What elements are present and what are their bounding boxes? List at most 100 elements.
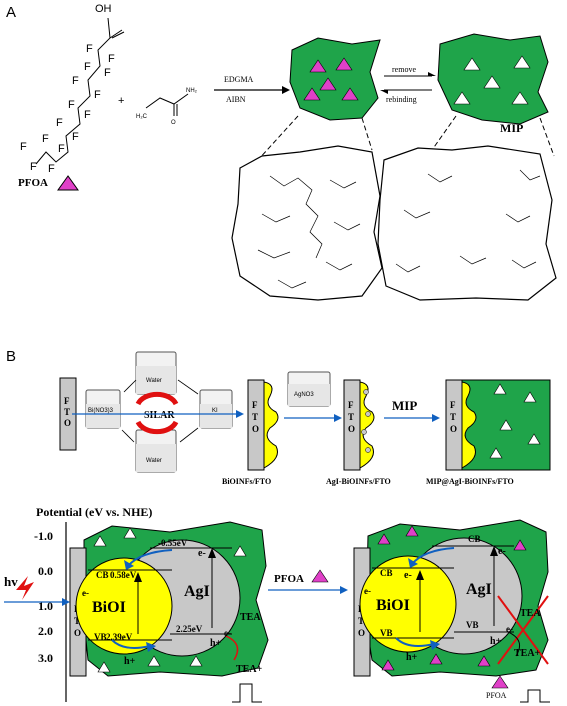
tea-plus-label-right: TEA+ xyxy=(514,648,541,659)
pfoa-legend-label: PFOA xyxy=(486,691,507,700)
mip-cavity-triangles xyxy=(489,383,541,459)
tea-label-right: TEA xyxy=(520,608,541,619)
caption-mip-agi-bioinfs: MIP@AgI-BiOINFs/FTO xyxy=(426,477,514,486)
cavity-detail-bonds xyxy=(395,169,541,273)
e-label-tea-right: e- xyxy=(506,624,513,634)
svg-text:F: F xyxy=(108,53,115,65)
svg-text:NH₂: NH₂ xyxy=(186,88,198,94)
potential-axis-title: Potential (eV vs. NHE) xyxy=(36,505,152,519)
pfoa-triangle-icon xyxy=(57,175,79,191)
remove-label: remove xyxy=(392,65,416,74)
agi-cb-label-right: CB xyxy=(468,534,481,544)
panel-b-label: B xyxy=(6,348,16,365)
agi-vb-label-right: VB xyxy=(466,620,479,630)
tea-plus-label-left: TEA+ xyxy=(236,664,263,675)
e-label-fto-right: e- xyxy=(364,586,371,596)
svg-text:Water: Water xyxy=(146,378,162,384)
svg-text:2.0: 2.0 xyxy=(38,624,53,638)
pfoa-name: PFOA xyxy=(18,177,48,189)
svg-text:0.0: 0.0 xyxy=(38,564,53,578)
silar-label: SILAR xyxy=(144,410,175,421)
h-label-bioi-left: h+ xyxy=(124,656,136,667)
bioi-cb-label: CB xyxy=(96,570,109,580)
bioi-label-left: BiOI xyxy=(92,599,126,616)
bioi-layer-4 xyxy=(461,381,477,469)
bioi-cb-value: 0.58eV xyxy=(110,570,137,580)
e-label-agi-right: e- xyxy=(498,546,506,557)
svg-text:F: F xyxy=(72,75,79,87)
agi-bioi-layer xyxy=(359,381,375,469)
oh-label: OH xyxy=(95,3,112,15)
svg-text:F: F xyxy=(72,131,79,143)
bioi-vb-label-right: VB xyxy=(380,628,393,638)
svg-text:F: F xyxy=(84,61,91,73)
mip-process-label: MIP xyxy=(392,398,417,413)
svg-text:3.0: 3.0 xyxy=(38,651,53,665)
h-label-agi-right: h+ xyxy=(490,636,502,647)
bioi-vb-label: VB xyxy=(94,632,107,642)
beaker-bi: Bi(NO3)3 xyxy=(85,389,121,429)
svg-text:-1.0: -1.0 xyxy=(34,529,53,543)
mip-label: MIP xyxy=(500,121,523,135)
caption-bioinfs: BiOINFs/FTO xyxy=(222,477,271,486)
pfoa-structure xyxy=(35,17,125,165)
reagent-aibn: AIBN xyxy=(226,95,246,104)
bioi-particle-left xyxy=(75,557,173,655)
panel-a-label: A xyxy=(6,4,16,21)
svg-text:KI: KI xyxy=(212,408,218,414)
bound-pfoa-triangles-right xyxy=(377,525,527,671)
pfoa-legend-triangle xyxy=(491,675,509,689)
imprint-detail-bonds xyxy=(257,175,361,289)
svg-text:F: F xyxy=(20,141,27,153)
photocurrent-pulse-left xyxy=(232,683,262,703)
photocurrent-pulse-right xyxy=(520,689,550,703)
cavity-triangles-left xyxy=(93,527,247,673)
plus-sign: + xyxy=(118,95,124,107)
svg-text:O: O xyxy=(171,120,176,126)
svg-text:F: F xyxy=(48,163,55,175)
tea-oxidation-arrow-right xyxy=(507,631,521,657)
svg-text:F: F xyxy=(42,133,49,145)
svg-text:H₂C: H₂C xyxy=(136,114,148,120)
cavity-detail-blob xyxy=(377,145,557,301)
svg-text:Bi(NO3)3: Bi(NO3)3 xyxy=(88,408,114,414)
pfoa-arrow-triangle xyxy=(311,569,329,583)
h-label-agi-left: h+ xyxy=(210,638,222,649)
silar-arrow-bottom xyxy=(135,420,179,435)
svg-text:F: F xyxy=(56,117,63,129)
hole-transfer-arrow-left xyxy=(111,639,151,649)
pfoa-arrow-label: PFOA xyxy=(274,573,304,585)
e-label-bioi-right: e- xyxy=(404,570,412,581)
bioi-vb-value: 2.39eV xyxy=(106,632,133,642)
svg-text:AgNO3: AgNO3 xyxy=(294,392,314,398)
cavity-triangles xyxy=(453,55,531,105)
acrylamide-structure xyxy=(145,93,189,116)
svg-text:Water: Water xyxy=(146,458,162,464)
silar-arrow-top xyxy=(135,391,179,406)
zoom-lines xyxy=(257,115,555,161)
agi-label-right: AgI xyxy=(466,581,492,598)
bioi-cb-label-right: CB xyxy=(380,568,393,578)
cycle-arrows xyxy=(121,379,199,443)
caption-agi-bioinfs: AgI-BiOINFs/FTO xyxy=(326,477,391,486)
e-label-fto-left: e- xyxy=(82,588,89,598)
beaker-water-top: Water xyxy=(135,351,177,395)
svg-text:F: F xyxy=(86,43,93,55)
agi-cb-value: -0.55eV xyxy=(158,538,188,548)
bioi-particle-right xyxy=(359,555,457,653)
beaker-agno3: AgNO3 xyxy=(287,371,331,407)
h-label-bioi-right: h+ xyxy=(406,652,418,663)
imprint-detail-blob xyxy=(231,145,383,301)
template-triangles xyxy=(303,57,359,101)
hole-transfer-arrow-right xyxy=(395,637,435,647)
agi-particles xyxy=(361,389,371,453)
tea-oxidation-arrow-left xyxy=(225,635,239,661)
reagent-edgma: EDGMA xyxy=(224,75,254,84)
svg-text:1.0: 1.0 xyxy=(38,599,53,613)
tea-label-left: TEA xyxy=(240,612,261,623)
